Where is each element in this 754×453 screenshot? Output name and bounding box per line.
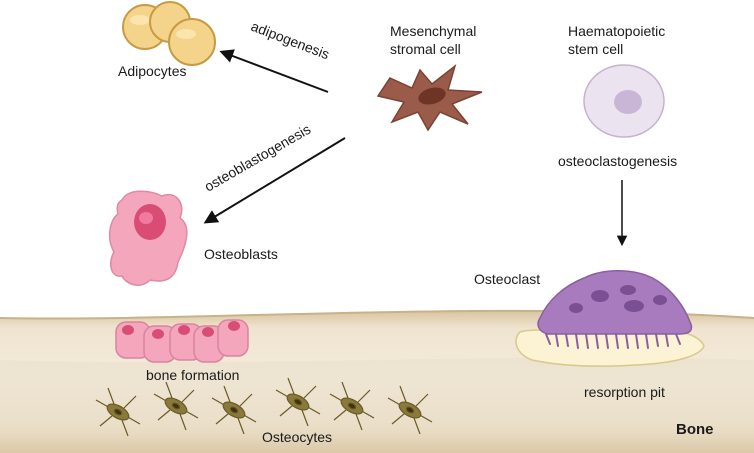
hsc-label-line1: Haematopoietic — [568, 23, 665, 39]
osteoblast-icon — [108, 190, 188, 286]
osteoblastogenesis-arrow — [203, 137, 346, 224]
msc-label-line2: stromal cell — [390, 41, 461, 57]
mesenchymal-cell-icon — [376, 63, 483, 132]
resorption-pit-label: resorption pit — [584, 384, 665, 400]
hsc-label-line2: stem cell — [568, 41, 623, 57]
osteocytes-icon — [95, 377, 433, 437]
bone-formation-label: bone formation — [146, 367, 239, 383]
adipogenesis-arrow — [219, 49, 329, 93]
hsc-cell-icon — [583, 64, 665, 138]
osteoblasts-label: Osteoblasts — [204, 246, 278, 262]
osteoclast-label: Osteoclast — [474, 271, 540, 287]
osteocytes-label: Osteocytes — [262, 429, 332, 445]
bone-label: Bone — [676, 421, 714, 438]
adipocytes-icon — [122, 1, 216, 66]
osteoblast-row — [115, 319, 249, 363]
msc-label-line1: Mesenchymal — [390, 23, 476, 39]
osteoclastogenesis-label: osteoclastogenesis — [558, 153, 677, 169]
osteoclast-icon — [537, 270, 693, 349]
osteoblastogenesis-label: osteoblastogenesis — [202, 121, 314, 195]
adipogenesis-label: adipogenesis — [249, 18, 332, 63]
adipocytes-label: Adipocytes — [118, 63, 186, 79]
